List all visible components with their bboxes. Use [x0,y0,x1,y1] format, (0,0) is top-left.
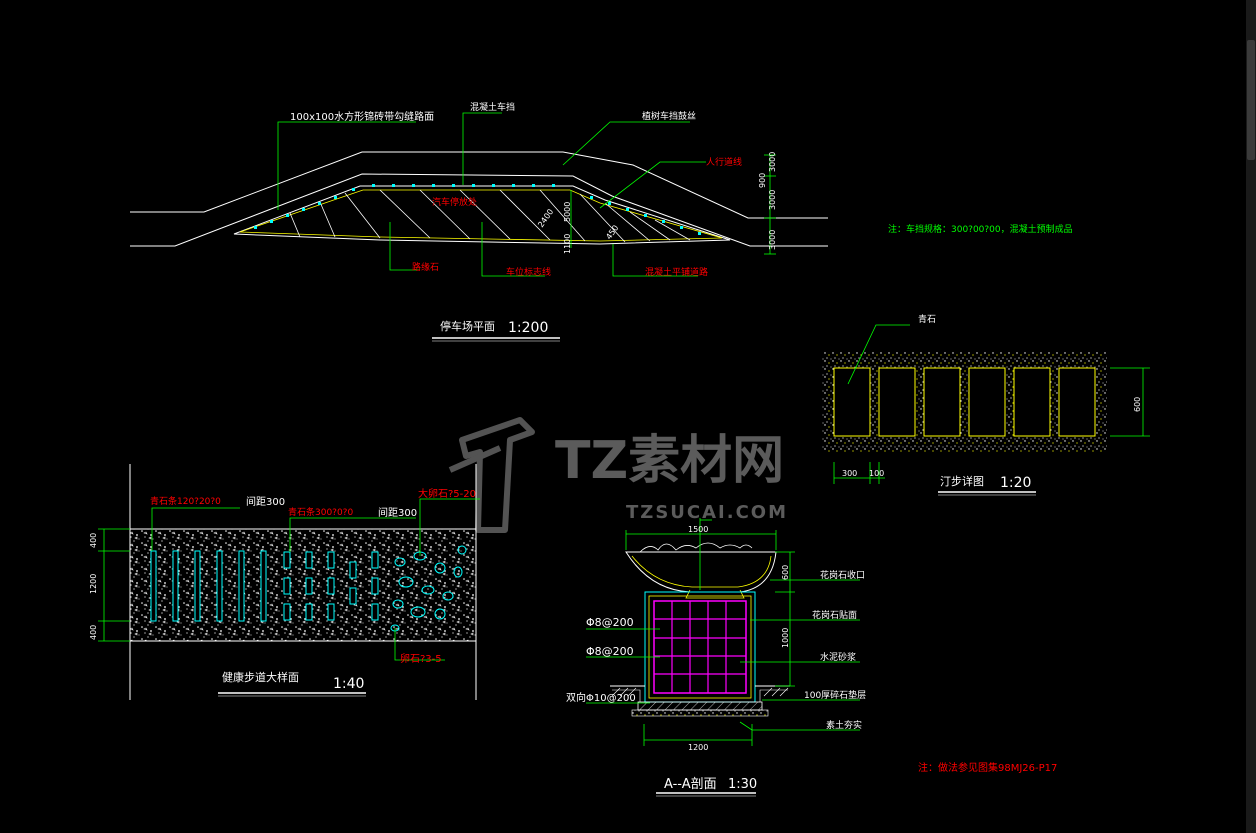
section-title: A--A剖面 [664,777,717,792]
health-path-detail: 青石条120?20?0 间距300 青石条300?0?0 间距300 大卵石?5… [89,464,480,700]
path-dim-400-top: 400 [89,533,98,548]
large-pebbles [390,545,467,632]
plan-callout-car-stall: 汽车停放处 [432,196,477,208]
plan-callout-pedestrian: 人行道线 [706,156,742,168]
section-layer-mortar: 水泥砂浆 [820,651,856,663]
plan-dim-3000-a: 3000 [768,152,777,172]
car-stops [254,184,701,235]
path-label-small-pebble: 卵石?3-5 [400,653,442,665]
road-edge-lower [130,173,828,247]
planter-section-aa: 1500 1200 600 1000 Φ8@200 Φ8@200 双向Φ10@2… [566,518,1057,797]
plan-dim-450: 450 [604,223,620,241]
plan-leaders [277,112,776,277]
rebar-grid [654,601,746,693]
plan-dim-3000-c: 3000 [768,230,777,250]
stepping-dim-300: 300 [842,469,857,478]
section-note: 注：做法参见图集98MJ26-P17 [918,761,1057,774]
path-label-long-gap: 间距300 [246,495,285,508]
watermark-brand: TZ素材网 [555,431,784,491]
watermark-logo-icon [448,417,535,533]
stepping-callout: 青石 [918,313,936,325]
plan-callout-marking: 车位标志线 [506,266,551,278]
plan-dim-3000-b: 3000 [768,190,777,210]
road-edge-upper [130,151,828,219]
stepping-scale: 1:20 [1000,475,1031,491]
stepping-dim-600: 600 [1133,397,1142,412]
section-dim-600: 600 [781,565,790,580]
path-label-short-gap: 间距300 [378,506,417,519]
path-leaders [98,498,480,661]
path-label-long-stone: 青石条120?20?0 [150,495,221,507]
plan-note: 注：车挡规格：300?00?00，混凝土预制成品 [888,223,1073,235]
plan-title: 停车场平面 [440,319,495,333]
parking-plan: 100x100水方形锦砖带勾缝路面 混凝土车挡 植树车挡鼓丝 人行道线 汽车停放… [130,101,1073,342]
short-stone-strips [283,551,379,621]
pedestal-outer [644,591,756,703]
section-scale: 1:30 [728,777,757,792]
section-rebar-1: Φ8@200 [586,616,634,629]
plan-callout-planting: 植树车挡鼓丝 [642,110,696,122]
plan-dim-2400: 2400 [536,207,555,229]
section-rebar-2: Φ8@200 [586,645,634,658]
path-label-short-stone: 青石条300?0?0 [288,506,353,518]
plan-dim-5000: 5000 [563,202,572,222]
section-layer-soil: 素土夯实 [826,719,862,731]
plan-callout-paving: 100x100水方形锦砖带勾缝路面 [290,110,434,123]
section-dim-1200: 1200 [688,743,708,752]
path-label-large-pebble: 大卵石?5-20 [418,487,476,500]
section-layer-gravel: 100厚碎石垫层 [804,689,866,701]
parking-lot-outline [233,185,731,245]
scrollbar-thumb[interactable] [1247,40,1255,160]
watermark-url: TZSUCAI.COM [626,502,788,523]
plan-callout-concrete: 混凝土平铺道路 [645,266,708,278]
path-dim-400-bottom: 400 [89,625,98,640]
section-layer-cap: 花岗石收口 [820,569,865,581]
stepping-stones [833,367,1096,437]
path-title: 健康步道大样面 [222,670,299,684]
section-dim-1500: 1500 [688,525,708,534]
vertical-scrollbar[interactable] [1246,0,1256,833]
path-dim-1200: 1200 [89,574,98,594]
section-dim-1000: 1000 [781,628,790,648]
plan-dim-1100: 1100 [563,234,572,254]
watermark: TZ素材网 TZSUCAI.COM [448,417,788,533]
parking-lot-inner [239,189,723,242]
stepping-title: 汀步详图 [940,474,984,488]
section-layer-face: 花岗石贴面 [812,609,857,621]
section-rebar-3: 双向Φ10@200 [566,691,636,704]
rebar-cage [653,600,747,694]
plan-callout-car-stop: 混凝土车挡 [470,101,515,113]
section-leaders [586,518,860,746]
stepping-stones-detail: 青石 600 300 100 汀步详图 1:20 [822,313,1150,496]
plan-scale: 1:200 [508,320,548,336]
stall-lines [289,189,691,243]
pebble-bed [130,529,476,641]
plan-callout-curb: 路缘石 [412,261,439,273]
plan-dim-900: 900 [758,173,767,188]
long-stone-strips [150,550,267,622]
stepping-dim-100: 100 [869,469,884,478]
path-scale: 1:40 [333,676,364,692]
